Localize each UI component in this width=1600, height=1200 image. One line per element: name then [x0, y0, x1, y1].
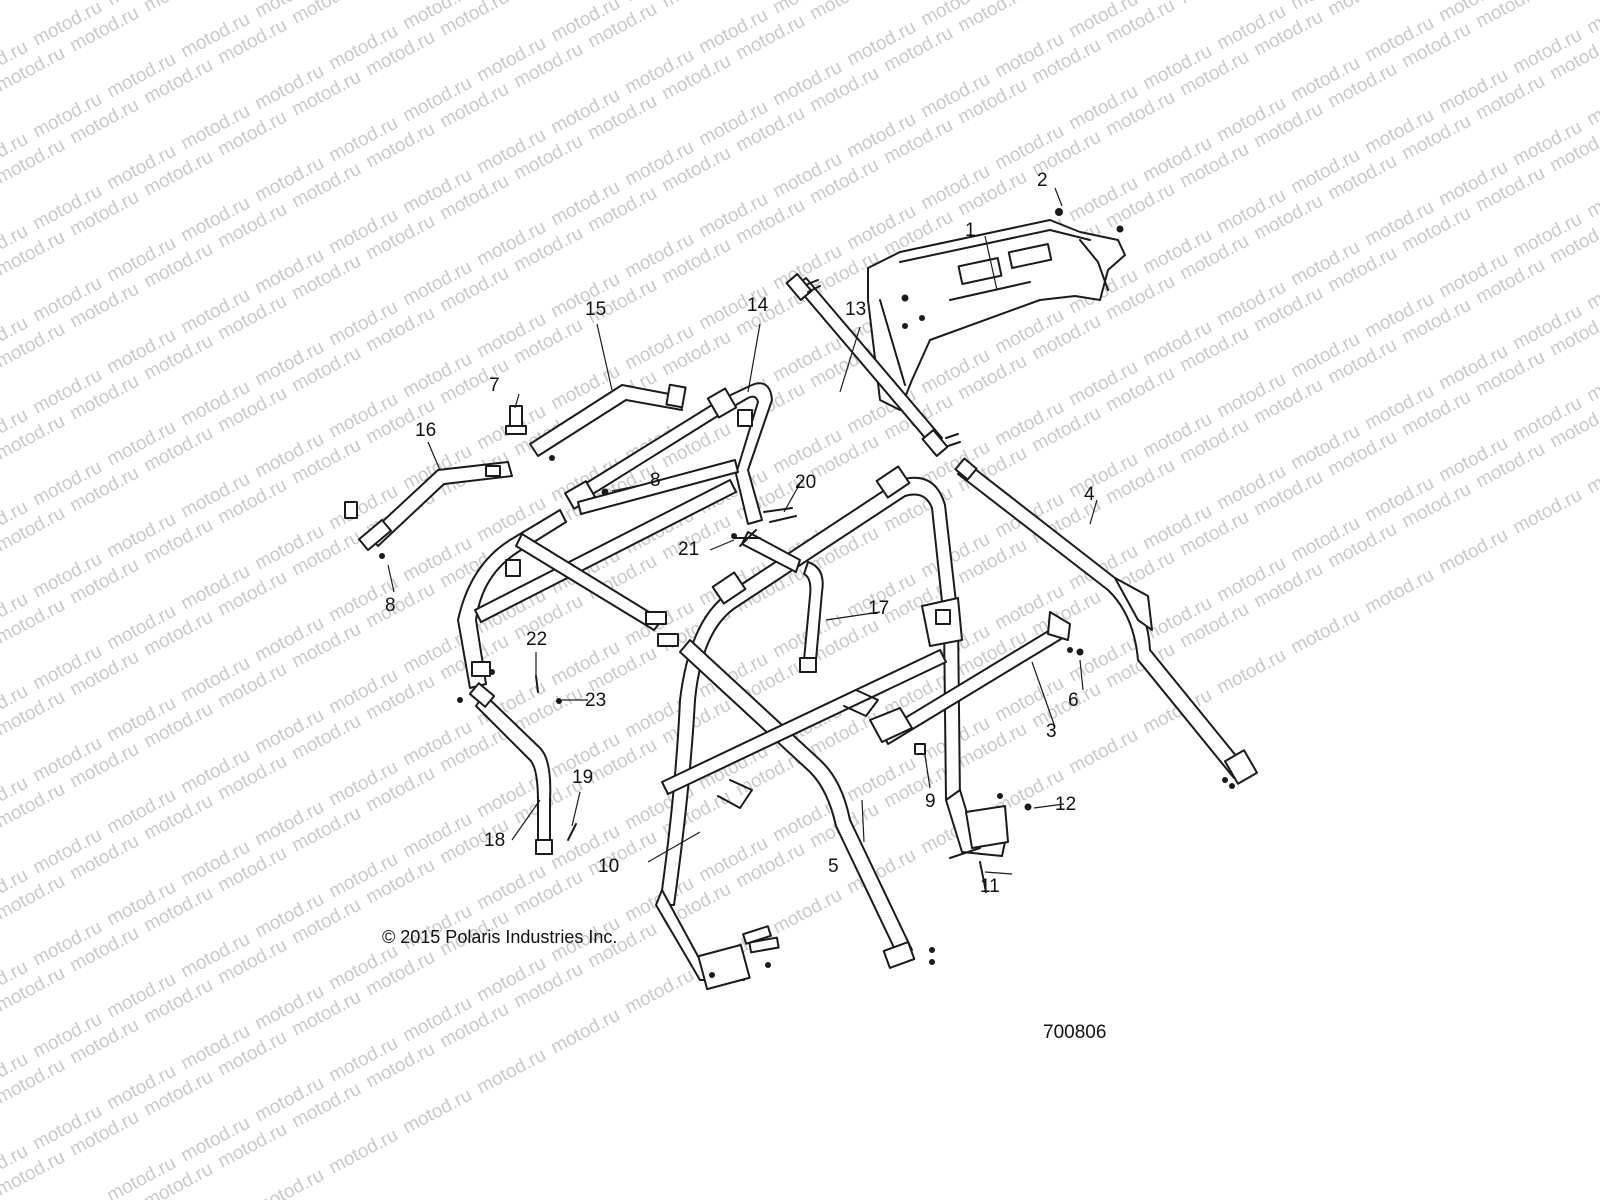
callout-4: 4 — [1084, 484, 1095, 505]
part-15-grab-tube — [529, 383, 687, 457]
callout-13: 13 — [845, 299, 866, 320]
watermark-text: motod.ru — [1583, 0, 1600, 38]
callout-3: 3 — [1046, 721, 1057, 742]
watermark-text: motod.ru — [1583, 353, 1600, 407]
watermark-text: motod.ru — [658, 0, 734, 12]
callout-20: 20 — [795, 472, 816, 493]
callout-6: 6 — [1068, 690, 1079, 711]
watermark-text: motod.ru — [1583, 169, 1600, 223]
watermark-text: motod.ru — [399, 1085, 475, 1139]
watermark-text: motod.ru — [769, 885, 845, 939]
watermark-text: motod.ru — [473, 1045, 549, 1099]
part-2-screws — [901, 208, 1124, 302]
callout-18: 18 — [484, 830, 505, 851]
watermark-text: motod.ru — [1583, 77, 1600, 131]
watermark-text: motod.ru — [140, 0, 216, 16]
callout-19: 19 — [572, 767, 593, 788]
watermark-text: motod.ru — [1324, 0, 1400, 20]
copyright-text: © 2015 Polaris Industries Inc. — [382, 927, 617, 947]
hardware — [535, 455, 1084, 954]
watermark-text: motod.ru — [1065, 725, 1141, 779]
callout-16: 16 — [415, 420, 436, 441]
watermark-text: motod.ru — [547, 1005, 623, 1059]
callout-labels: 1 2 3 4 5 6 7 8 8 9 10 11 12 13 14 15 16… — [385, 170, 1095, 897]
watermark-text: motod.ru — [1287, 605, 1363, 659]
callout-8-upper: 8 — [650, 470, 661, 491]
watermark-text: motod.ru — [288, 0, 364, 28]
callout-9: 9 — [925, 791, 936, 812]
callout-10: 10 — [598, 856, 619, 877]
watermark-text: motod.ru — [1509, 485, 1585, 539]
watermark-text: motod.ru — [1583, 445, 1600, 499]
callout-22: 22 — [526, 629, 547, 650]
watermark-text: motod.ru — [1435, 525, 1511, 579]
part-13-cross-tube — [785, 273, 961, 457]
watermark-text: motod.ru — [1139, 0, 1215, 2]
callout-1: 1 — [965, 220, 976, 241]
watermark-text: motod.ru — [1361, 565, 1437, 619]
part-16-side-bracket — [344, 461, 513, 559]
callout-17: 17 — [868, 598, 889, 619]
part-1-rear-panel — [867, 219, 1126, 411]
part-18-front-brace — [457, 682, 553, 855]
callout-11: 11 — [980, 876, 1000, 897]
watermark-text: motod.ru — [0, 0, 69, 4]
part-7-bolt — [505, 405, 527, 435]
figure-number: 700806 — [1043, 1022, 1106, 1043]
watermark-text: motod.ru — [1176, 0, 1252, 8]
callout-5: 5 — [828, 856, 839, 877]
leader-lines — [387, 187, 1098, 875]
callout-14: 14 — [747, 295, 769, 316]
watermark-text: motod.ru — [1583, 261, 1600, 315]
callout-7: 7 — [489, 375, 500, 396]
main-cage — [457, 465, 1071, 991]
part-14-upper-hoop — [564, 382, 773, 525]
callout-23: 23 — [585, 690, 606, 711]
watermark-text: motod.ru — [325, 1125, 401, 1179]
watermark-text: motod.ru — [806, 0, 882, 24]
part-4-side-tube — [954, 457, 1259, 789]
callout-8-lower: 8 — [385, 595, 396, 616]
watermark-text: motod.ru — [251, 1165, 327, 1200]
callout-21: 21 — [678, 539, 699, 560]
callout-15: 15 — [585, 299, 606, 320]
callout-12: 12 — [1055, 794, 1076, 815]
watermark-text: motod.ru — [1213, 645, 1289, 699]
watermark-text: motod.ru — [621, 965, 697, 1019]
callout-2: 2 — [1037, 170, 1048, 191]
